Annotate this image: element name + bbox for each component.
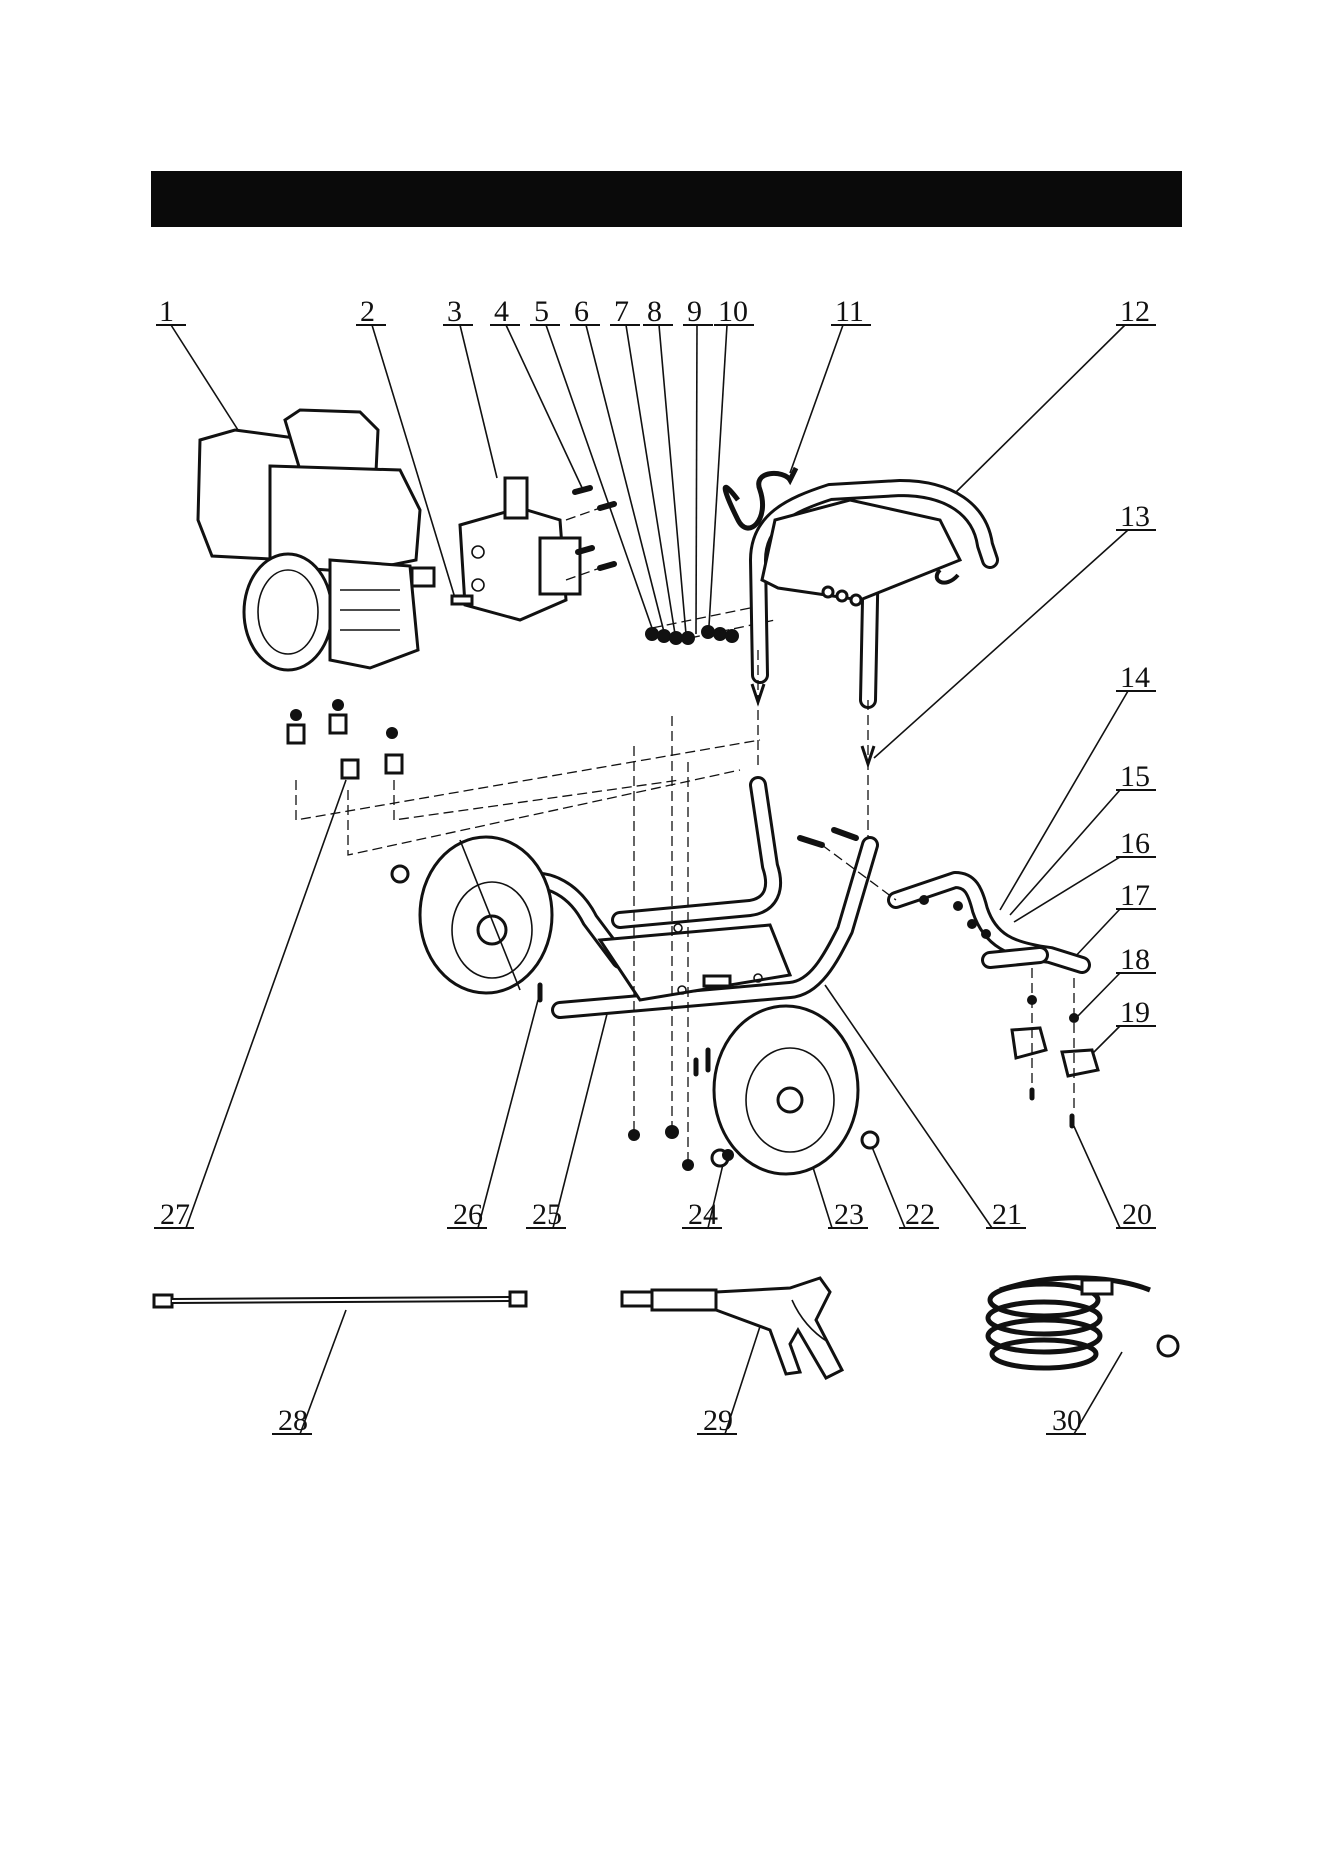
svg-text:29: 29: [703, 1404, 733, 1437]
feet: [1012, 968, 1098, 1126]
svg-text:8: 8: [647, 295, 662, 328]
handle: [758, 488, 990, 700]
svg-text:3: 3: [447, 295, 462, 328]
svg-text:16: 16: [1120, 827, 1150, 860]
svg-text:10: 10: [718, 295, 748, 328]
high-pressure-hose: [988, 1278, 1178, 1368]
svg-text:25: 25: [532, 1198, 562, 1231]
callout-11: 11: [790, 295, 871, 473]
spray-lance: [154, 1292, 526, 1307]
callout-26: 26: [447, 1000, 538, 1231]
callout-8: 8: [643, 295, 686, 634]
wheel-right: [714, 1006, 858, 1174]
callout-7: 7: [610, 295, 675, 634]
vibration-mounts: [288, 699, 760, 855]
callout-12: 12: [950, 295, 1156, 498]
svg-text:15: 15: [1120, 760, 1150, 793]
pump: [460, 478, 580, 620]
callout-25: 25: [526, 1010, 608, 1231]
svg-text:30: 30: [1052, 1404, 1082, 1437]
svg-text:6: 6: [574, 295, 589, 328]
svg-text:21: 21: [992, 1198, 1022, 1231]
svg-text:9: 9: [687, 295, 702, 328]
svg-text:19: 19: [1120, 996, 1150, 1029]
svg-text:27: 27: [160, 1198, 190, 1231]
callout-28: 28: [272, 1310, 346, 1437]
svg-text:22: 22: [905, 1198, 935, 1231]
svg-text:5: 5: [534, 295, 549, 328]
svg-text:17: 17: [1120, 879, 1150, 912]
svg-text:4: 4: [494, 295, 509, 328]
callout-20: 20: [1072, 1122, 1156, 1231]
wheel-left: [420, 837, 552, 993]
callout-27: 27: [154, 780, 346, 1231]
callout-22: 22: [870, 1142, 939, 1231]
frame: [513, 785, 870, 1010]
svg-text:2: 2: [360, 295, 375, 328]
callout-10: 10: [709, 295, 754, 626]
svg-text:7: 7: [614, 295, 629, 328]
callout-3: 3: [443, 295, 497, 478]
svg-text:20: 20: [1122, 1198, 1152, 1231]
callout-9: 9: [683, 295, 713, 634]
spray-gun: [622, 1278, 842, 1378]
svg-text:13: 13: [1120, 500, 1150, 533]
svg-text:12: 12: [1120, 295, 1150, 328]
key-pin: [452, 596, 472, 604]
callout-29: 29: [697, 1308, 766, 1437]
svg-text:1: 1: [159, 295, 174, 328]
svg-text:11: 11: [835, 295, 864, 328]
svg-text:18: 18: [1120, 943, 1150, 976]
svg-text:23: 23: [834, 1198, 864, 1231]
callout-1: 1: [156, 295, 238, 430]
callout-6: 6: [570, 295, 664, 632]
engine: [198, 410, 434, 670]
svg-text:28: 28: [278, 1404, 308, 1437]
svg-text:14: 14: [1120, 661, 1150, 694]
